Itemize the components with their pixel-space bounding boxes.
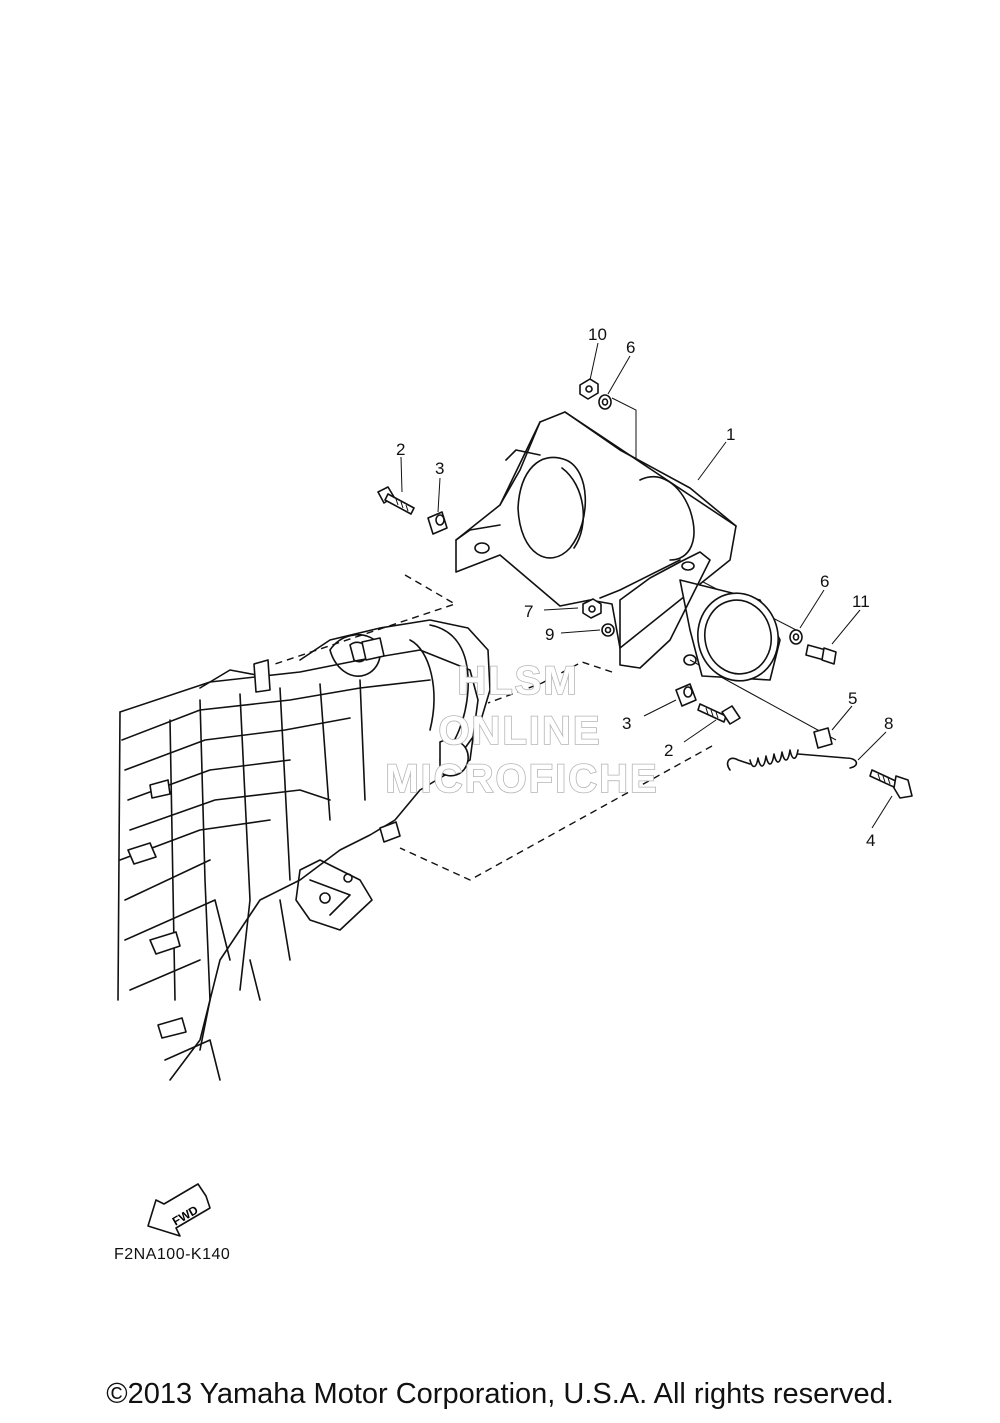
engine-housing-drawing — [117, 619, 491, 1081]
part-3-collar — [427, 511, 448, 535]
callout-8: 8 — [884, 714, 893, 733]
part-10-nut — [579, 378, 599, 400]
part-6-washer-right — [789, 629, 803, 645]
callout-9: 9 — [545, 625, 554, 644]
part-6-washer — [598, 394, 612, 410]
callout-3-top: 3 — [435, 459, 444, 478]
leader-lines — [400, 342, 893, 829]
watermark-line-2: ONLINE — [438, 709, 601, 753]
diagram-code: F2NA100-K140 — [114, 1246, 231, 1263]
part-5-collar — [813, 727, 833, 749]
part-7-nut — [582, 598, 602, 619]
callout-7: 7 — [524, 602, 533, 621]
callout-1: 1 — [726, 425, 735, 444]
callout-6-right: 6 — [820, 572, 829, 591]
callout-2-lower: 2 — [664, 741, 673, 760]
copyright-notice: ©2013 Yamaha Motor Corporation, U.S.A. A… — [106, 1378, 894, 1410]
part-1-duct — [455, 411, 781, 682]
callout-11: 11 — [852, 592, 870, 611]
callout-3-lower: 3 — [622, 714, 631, 733]
fwd-arrow-icon: FWD — [147, 1183, 211, 1237]
part-8-spring — [726, 749, 858, 771]
watermark-line-1: HLSM — [457, 659, 578, 703]
part-9-washer — [601, 623, 615, 637]
callout-4: 4 — [866, 831, 875, 850]
callout-6-top: 6 — [626, 338, 635, 357]
part-4-bolt — [869, 769, 913, 799]
callout-numbers: 10 6 1 2 3 7 9 6 11 5 3 8 2 4 — [396, 325, 893, 850]
callout-10: 10 — [588, 325, 607, 344]
part-2-bolt — [377, 486, 415, 515]
part-11-screw — [805, 644, 837, 665]
part-2-bolt-lower — [697, 703, 741, 725]
callout-2-top: 2 — [396, 440, 405, 459]
callout-5: 5 — [848, 689, 857, 708]
watermark-line-3: MICROFICHE — [385, 757, 658, 801]
watermark: HLSM ONLINE MICROFICHE — [385, 658, 658, 802]
